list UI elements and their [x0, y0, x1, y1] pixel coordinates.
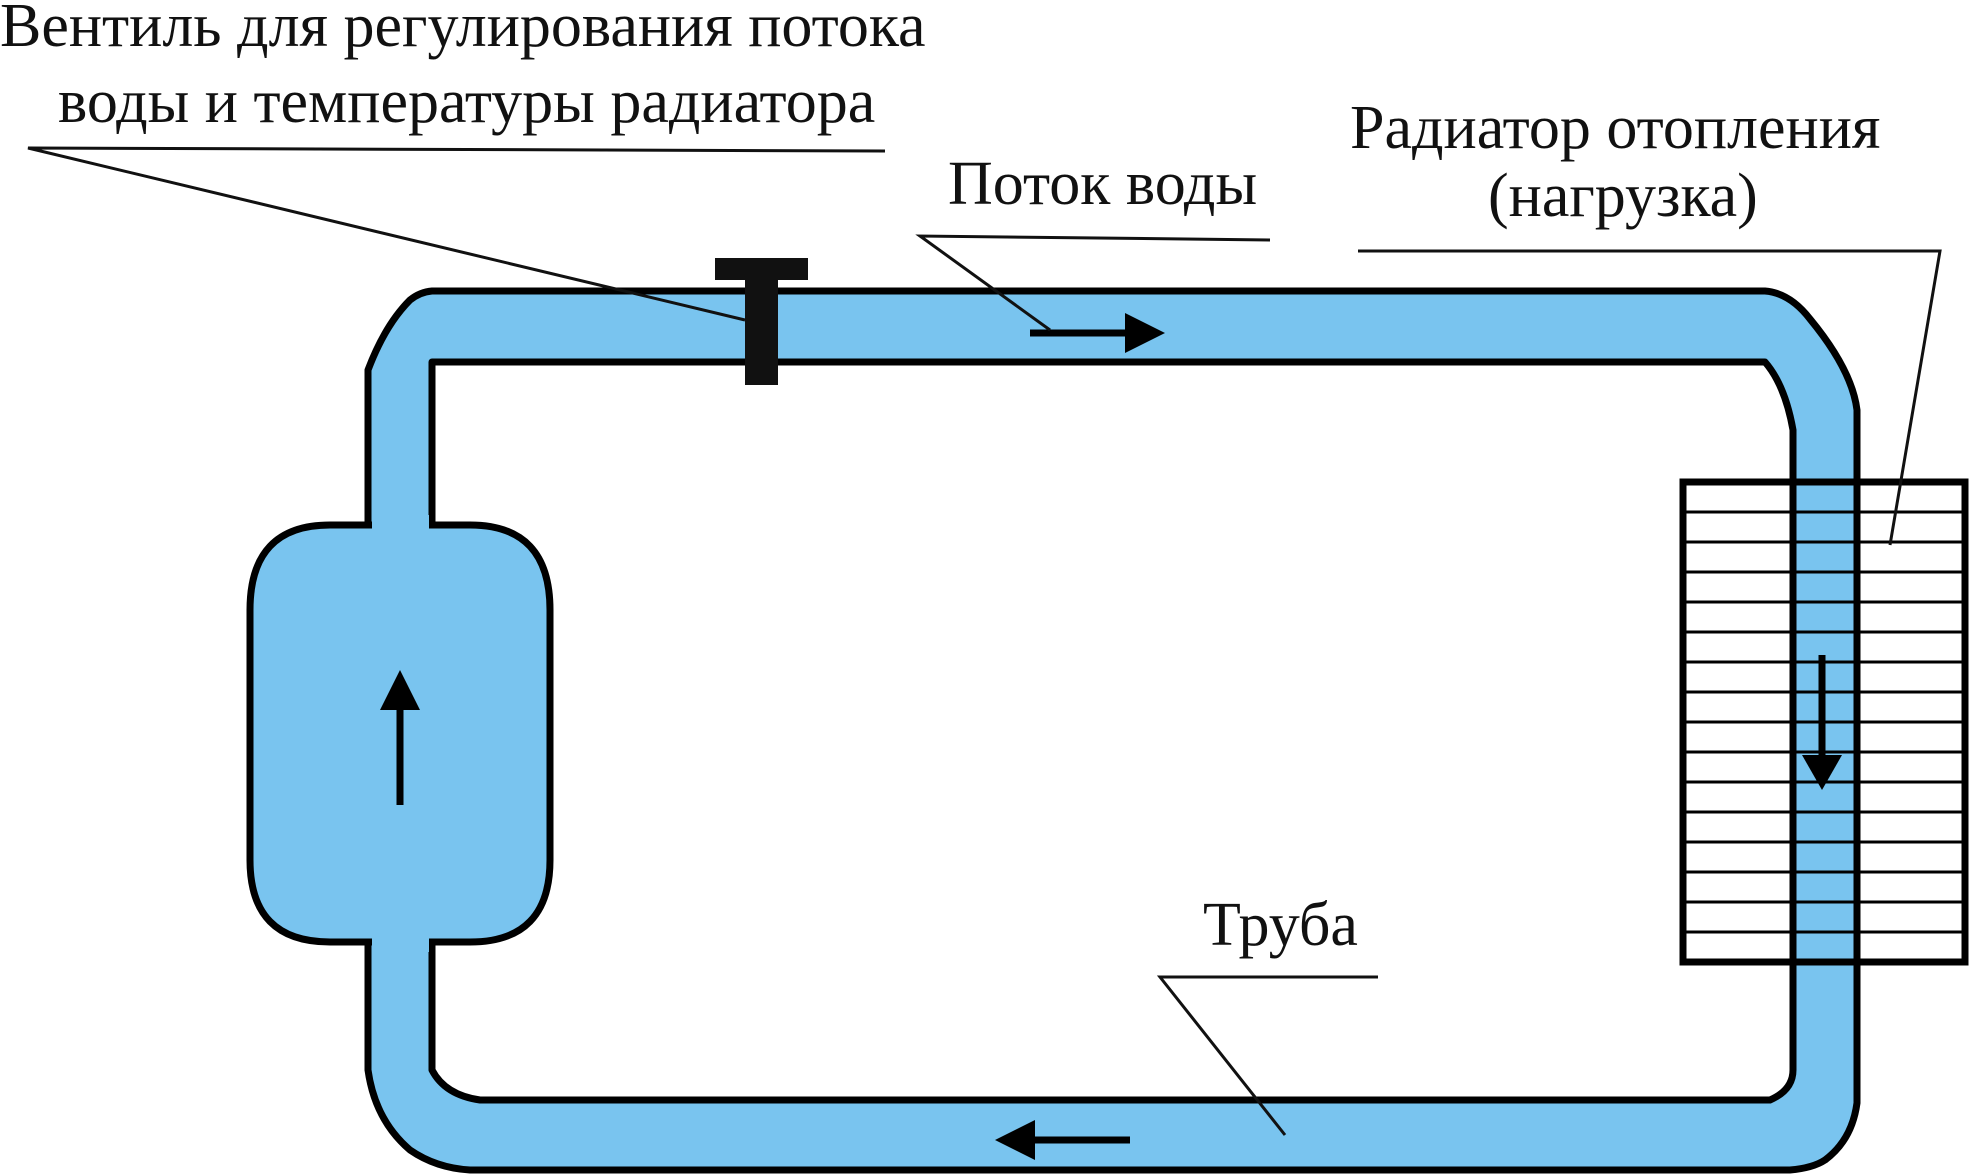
flow-leader-line	[915, 234, 1271, 332]
radiator-leader-line	[1358, 249, 1942, 546]
joint-top	[372, 515, 429, 535]
joint-bottom	[372, 932, 429, 952]
pipe-label: Труба	[1203, 891, 1358, 959]
valve-stem	[745, 278, 778, 385]
valve-label-line1: Вентиль для регулирования потока	[0, 0, 926, 60]
flow-arrow-right	[1030, 313, 1165, 353]
valve-leader-line	[27, 146, 886, 322]
pipe-loop	[364, 287, 1861, 1174]
radiator-frame	[1679, 478, 1969, 966]
valve-handle	[715, 258, 808, 280]
radiator-label-line1: Радиатор отопления	[1350, 94, 1880, 162]
radiator-label-line2: (нагрузка)	[1488, 162, 1758, 230]
valve-label-line2: воды и температуры радиатора	[58, 68, 875, 136]
flow-label: Поток воды	[948, 150, 1257, 218]
flow-arrow-left	[995, 1120, 1130, 1160]
flow-arrow-down	[1802, 655, 1842, 790]
flow-arrow-up	[380, 670, 420, 805]
pipe-leader-line	[1156, 975, 1378, 1136]
